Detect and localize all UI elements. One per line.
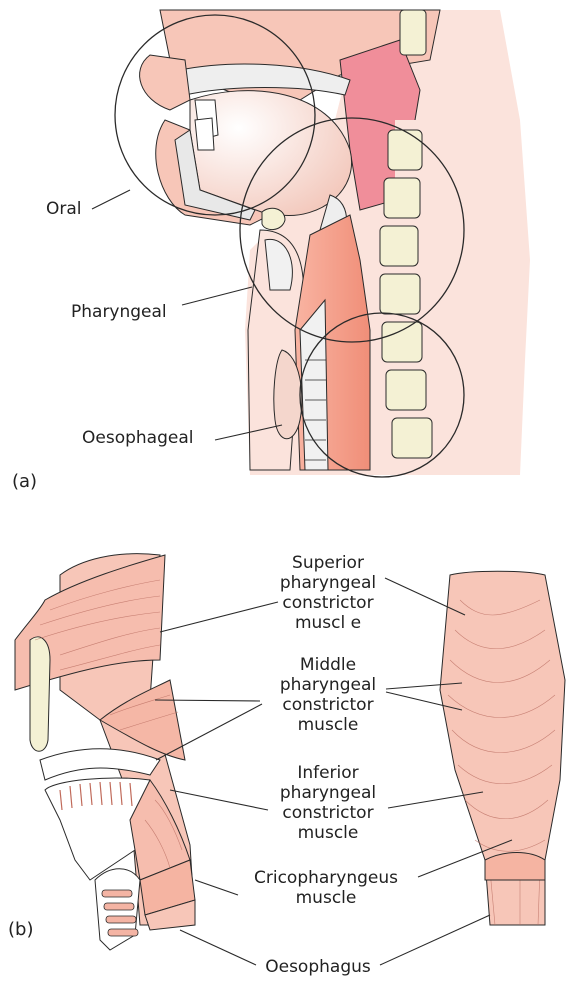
label-line: pharyngeal [258,675,398,695]
pharyngeal-leader [182,287,252,305]
inferior-leader-left [170,790,268,810]
label-line: muscle [258,715,398,735]
label-line: pharyngeal [258,783,398,803]
posterior-cricopharyngeus [485,853,545,881]
label-line: constrictor [258,593,398,613]
panel-a-illustration [92,10,530,477]
label-cricopharyngeus: Cricopharyngeus muscle [236,868,416,908]
hyoid-bone [262,208,285,229]
label-oesophageal: Oesophageal [82,428,193,448]
label-line: muscle [236,888,416,908]
panel-a-marker: (a) [12,472,37,492]
label-inferior-constrictor: Inferior pharyngeal constrictor muscle [258,763,398,843]
label-line: Middle [258,655,398,675]
label-pharyngeal: Pharyngeal [71,302,167,322]
upper-lip [140,55,190,110]
label-line: Cricopharyngeus [236,868,416,888]
label-line: Superior [258,553,398,573]
trachea [300,300,328,470]
label-superior-constrictor: Superior pharyngeal constrictor muscl e [258,553,398,633]
label-line: Inferior [258,763,398,783]
cricopharyngeus-leader-left [195,880,238,895]
panel-b-marker: (b) [8,920,33,940]
label-line: muscl e [258,613,398,633]
styloid-process [30,637,50,751]
label-middle-constrictor: Middle pharyngeal constrictor muscle [258,655,398,735]
label-line: constrictor [258,803,398,823]
label-line: constrictor [258,695,398,715]
label-line: pharyngeal [258,573,398,593]
label-oral: Oral [46,199,82,219]
oral-leader [92,190,130,209]
lower-teeth [195,118,214,150]
oesophagus-leader-left [180,930,256,965]
label-line: muscle [258,823,398,843]
label-oesophagus: Oesophagus [248,957,388,977]
oesophagus-leader-right [380,915,490,965]
